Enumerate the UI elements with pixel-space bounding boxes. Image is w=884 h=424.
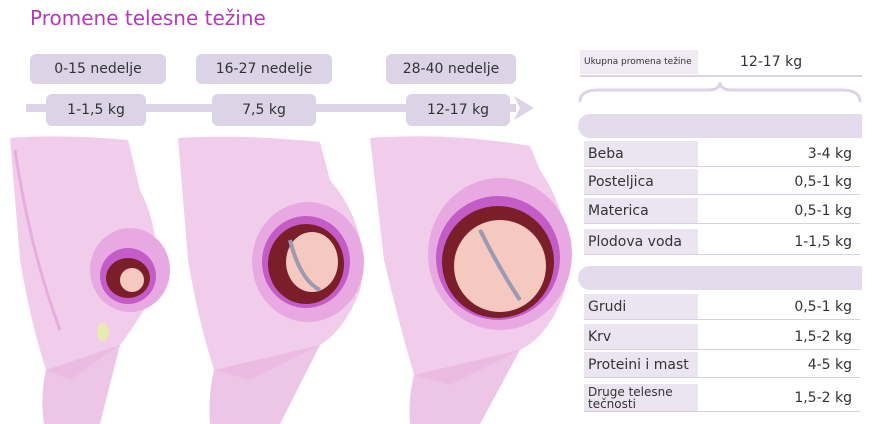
stage-weeks-3: 28-40 nedelje <box>386 54 516 84</box>
page-title: Promene telesne težine <box>30 6 266 30</box>
stage-weight-1: 1-1,5 kg <box>46 94 146 126</box>
row-label: Proteini i mast <box>588 357 689 373</box>
row-value: 3-4 kg <box>807 146 852 162</box>
row-label: Krv <box>588 329 612 345</box>
section-bar-baby <box>578 114 862 138</box>
row-value: 0,5-1 kg <box>794 299 852 315</box>
row-value: 1,5-2 kg <box>794 329 852 345</box>
row-value: 0,5-1 kg <box>794 174 852 190</box>
total-change-value: 12-17 kg <box>740 54 803 70</box>
stage-weight-2: 7,5 kg <box>212 94 316 126</box>
table-row: Krv 1,5-2 kg <box>584 324 860 350</box>
stage-weeks-1: 0-15 nedelje <box>30 54 166 84</box>
table-row: Materica 0,5-1 kg <box>584 198 860 224</box>
row-value: 1,5-2 kg <box>794 390 852 406</box>
pregnancy-figure-mid <box>178 136 364 424</box>
row-value: 0,5-1 kg <box>794 203 852 219</box>
row-label: Druge telesne tečnosti <box>588 385 673 411</box>
table-row: Posteljica 0,5-1 kg <box>584 169 860 195</box>
stage-weeks-2: 16-27 nedelje <box>196 54 332 84</box>
total-divider <box>580 75 862 77</box>
row-label: Plodova voda <box>588 234 682 250</box>
row-label: Posteljica <box>588 174 654 190</box>
row-label: Materica <box>588 203 649 219</box>
row-label: Grudi <box>588 299 627 315</box>
stage-weight-3: 12-17 kg <box>406 94 510 126</box>
row-label: Beba <box>588 146 624 162</box>
pregnancy-figure-early <box>10 136 170 424</box>
table-row: Proteini i mast 4-5 kg <box>584 352 860 378</box>
total-change-label: Ukupna promena težine <box>580 50 698 74</box>
table-row: Plodova voda 1-1,5 kg <box>584 229 860 255</box>
pregnancy-figure-late <box>370 136 572 424</box>
row-value: 1-1,5 kg <box>794 234 852 250</box>
section-bar-mother <box>578 266 862 290</box>
table-row: Druge telesne tečnosti 1,5-2 kg <box>584 384 860 412</box>
row-value: 4-5 kg <box>807 357 852 373</box>
curly-brace <box>578 82 862 103</box>
table-row: Grudi 0,5-1 kg <box>584 294 860 320</box>
table-row: Beba 3-4 kg <box>584 141 860 167</box>
